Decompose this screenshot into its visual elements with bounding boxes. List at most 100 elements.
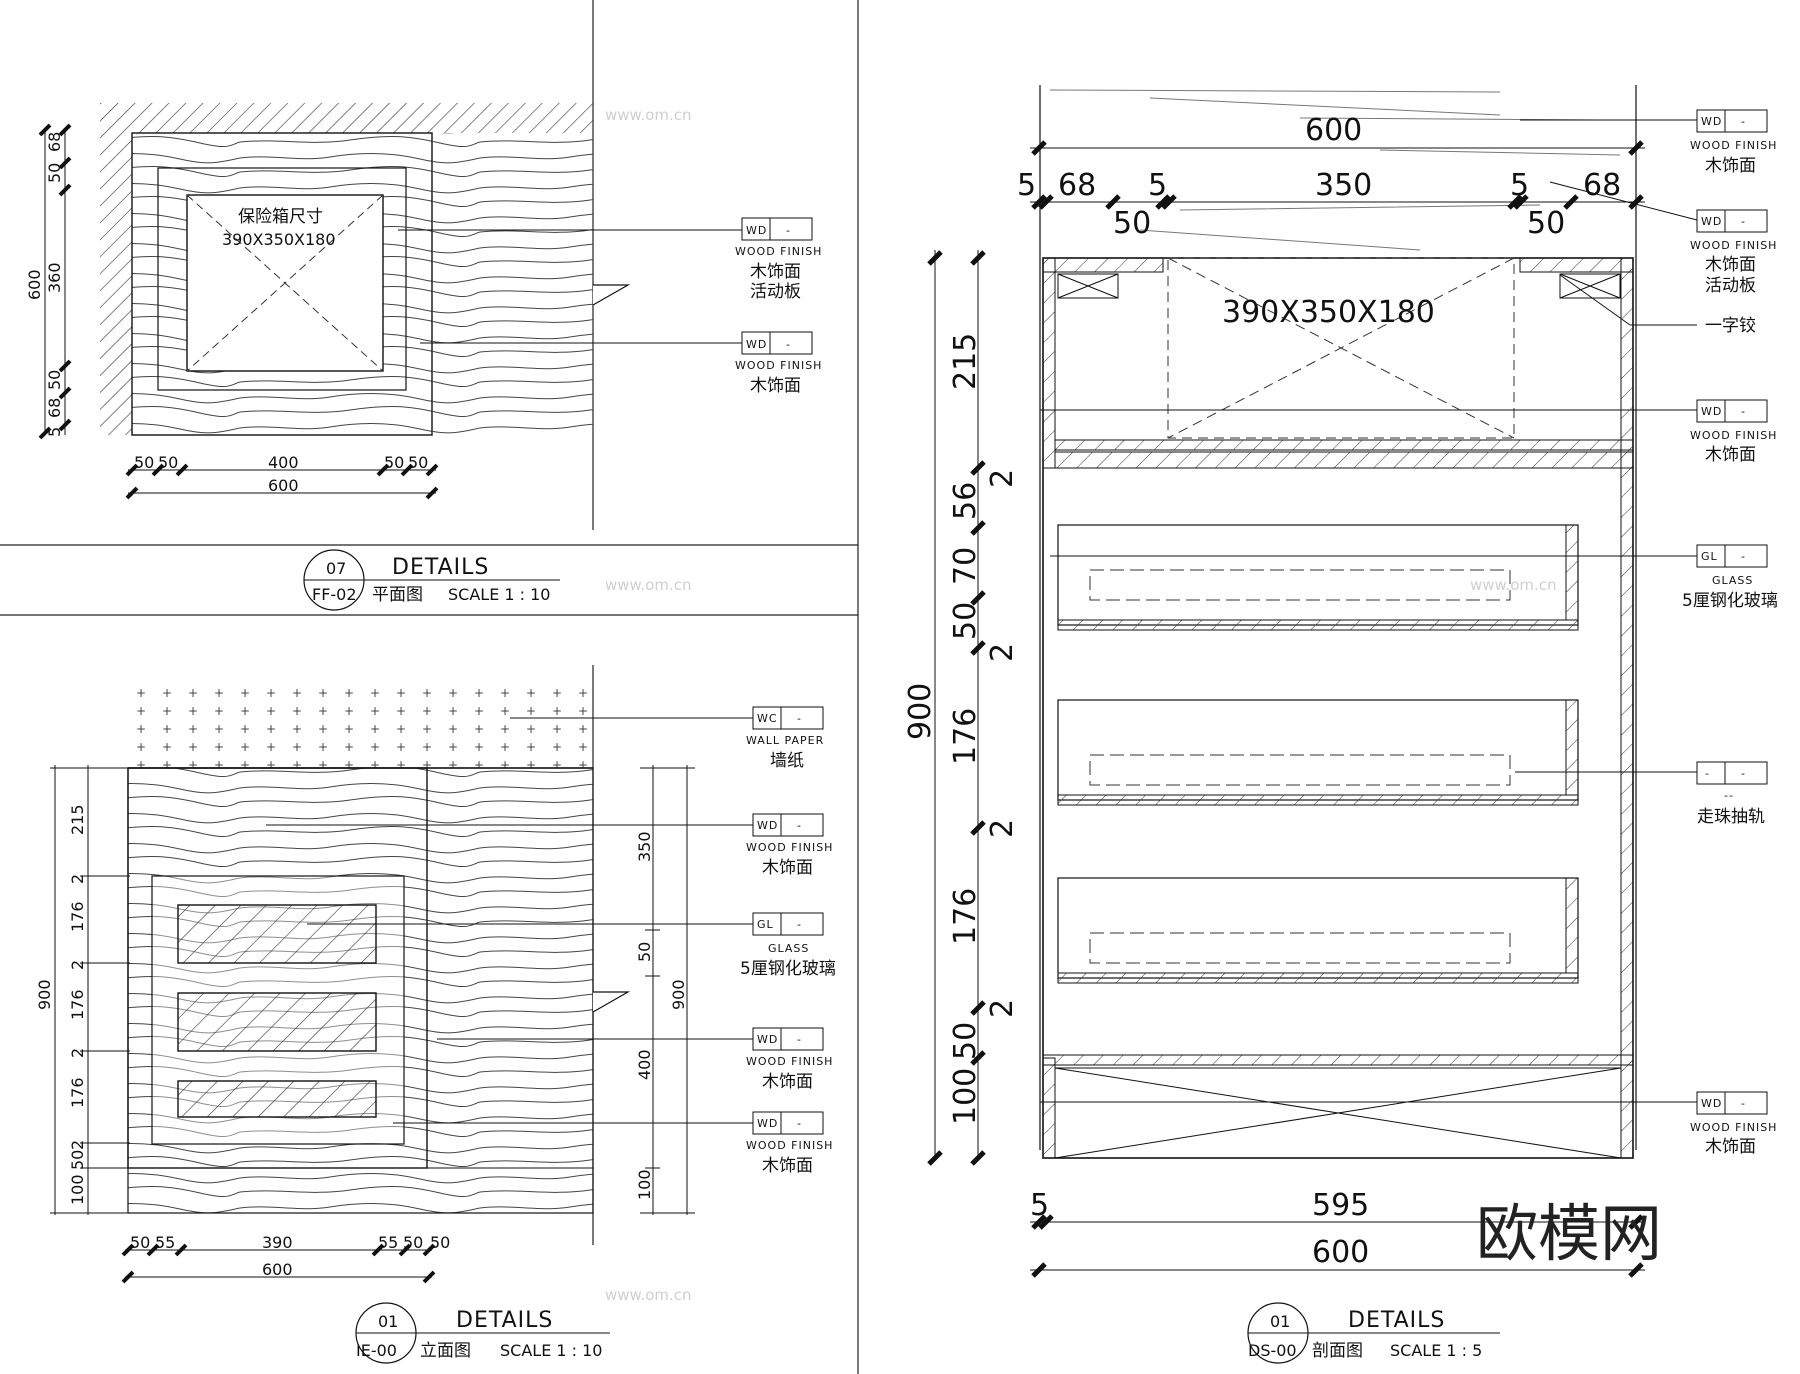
- sec-dim-left-1: 2: [985, 469, 1020, 488]
- plan-title-sheet: FF-02: [312, 585, 357, 604]
- plan-callout-1-cn: 木饰面: [750, 376, 801, 396]
- plan-title-heading: DETAILS: [392, 555, 489, 580]
- elev-callout-0-val: -: [797, 712, 802, 725]
- elev-dim-right-1: 50: [635, 942, 654, 962]
- plan-callout-1-code: WD: [746, 338, 767, 351]
- sec-dim-top-6: 50: [1113, 206, 1151, 241]
- plan-dim-bot-3: 50: [384, 453, 404, 472]
- elev-title-sheet: IE-00: [356, 1341, 397, 1360]
- wallpaper-area: [128, 680, 593, 768]
- sec-dim-left-2: 56: [948, 482, 983, 520]
- sec-title-type: 剖面图: [1312, 1341, 1363, 1361]
- wm-url-3: www.om.cn: [1470, 576, 1557, 594]
- sec-callout-6-code: WD: [1701, 1097, 1722, 1110]
- plan-dim-bot-total: 600: [268, 476, 299, 495]
- sec-dim-top-total: 600: [1305, 113, 1362, 148]
- sec-dim-left-3: 70: [948, 547, 983, 585]
- elev-callout-2-code: GL: [757, 918, 774, 931]
- elev-title-scale: SCALE 1 : 10: [500, 1341, 602, 1360]
- sec-dim-top-0: 5: [1017, 168, 1036, 203]
- section-view: 600 5 68 5 350 5 68 50 50 390X350X180: [903, 85, 1778, 1364]
- elev-wood-wall: [127, 767, 594, 1214]
- plan-dim-left-4: 68: [45, 398, 64, 418]
- sec-safe-size: 390X350X180: [1222, 295, 1435, 330]
- drawer-glass-3: [177, 1080, 377, 1118]
- elev-dim-right-total: 900: [669, 979, 688, 1010]
- elev-dim-right-3: 100: [635, 1169, 654, 1200]
- sec-dim-left-total: 900: [903, 683, 938, 740]
- elev-dim-bot-4: 50: [403, 1233, 423, 1252]
- elev-dim-left-0: 215: [68, 804, 87, 835]
- plan-dim-left-total: 600: [25, 269, 44, 300]
- plan-dim-left-0: 68: [45, 132, 64, 152]
- sec-dim-top-3: 350: [1315, 168, 1372, 203]
- sec-callout-3-val: -: [1741, 405, 1746, 418]
- safe-outline-section: [1167, 257, 1515, 439]
- sec-callout-5-cn: 走珠抽轨: [1697, 807, 1765, 827]
- sec-callout-5-en: --: [1724, 789, 1734, 802]
- elev-dim-left-3: 2: [68, 960, 87, 970]
- sec-callout-1-val: -: [1741, 215, 1746, 228]
- elev-title-num: 01: [378, 1312, 398, 1331]
- elev-callout-1-code: WD: [757, 819, 778, 832]
- plan-dim-bot-2: 400: [268, 453, 299, 472]
- sec-callout-1-code: WD: [1701, 215, 1722, 228]
- sec-dim-left-8: 176: [948, 888, 983, 945]
- elev-callout-1-cn: 木饰面: [762, 858, 813, 878]
- sec-dim-bot-inner: 595: [1312, 1188, 1369, 1223]
- wm-url-1: www.om.cn: [605, 106, 692, 124]
- sec-dim-left-10: 50: [948, 1022, 983, 1060]
- sec-title-heading: DETAILS: [1348, 1308, 1445, 1333]
- elev-dim-left-5: 2: [68, 1048, 87, 1058]
- drawer-glass-1: [177, 904, 377, 964]
- sec-callout-1-cn2: 活动板: [1705, 276, 1756, 296]
- elev-callout-1-val: -: [797, 819, 802, 832]
- watermark-logo: 欧模网: [1476, 1197, 1662, 1270]
- sec-dim-top-7: 50: [1527, 206, 1565, 241]
- elev-dim-left-4: 176: [68, 989, 87, 1020]
- plan-dim-bot-4: 50: [408, 453, 428, 472]
- plan-title-type: 平面图: [372, 585, 423, 605]
- sec-title-scale: SCALE 1 : 5: [1390, 1341, 1482, 1360]
- sec-callout-3-cn: 木饰面: [1705, 445, 1756, 465]
- plan-dim-bot-1: 50: [158, 453, 178, 472]
- elev-dim-left-7: 2: [68, 1140, 87, 1150]
- elev-dim-left-total: 900: [35, 979, 54, 1010]
- sec-callout-1-cn: 木饰面: [1705, 255, 1756, 275]
- elev-dim-bot-2: 390: [262, 1233, 293, 1252]
- elev-callout-3-cn: 木饰面: [762, 1072, 813, 1092]
- sec-dim-left-5: 2: [985, 643, 1020, 662]
- section-title-block: 01 DS-00 DETAILS 剖面图 SCALE 1 : 5: [1247, 1302, 1500, 1364]
- sec-callout-5-code: -: [1705, 767, 1710, 780]
- elev-dim-bot-0: 50: [130, 1233, 150, 1252]
- elev-dim-right-0: 350: [635, 831, 654, 862]
- safe-size: 390X350X180: [222, 230, 336, 249]
- sec-callout-3-en: WOOD FINISH: [1690, 429, 1777, 442]
- elev-callout-2-en: GLASS: [768, 942, 809, 955]
- sec-callout-0-cn: 木饰面: [1705, 156, 1756, 176]
- sec-dim-left-11: 100: [948, 1068, 983, 1125]
- wm-url-4: www.om.cn: [605, 1286, 692, 1304]
- elev-title-type: 立面图: [420, 1341, 471, 1361]
- sec-callout-0-val: -: [1741, 115, 1746, 128]
- plan-dim-left-5: 5: [45, 427, 64, 437]
- safe-label: 保险箱尺寸: [238, 207, 323, 227]
- sec-callout-3-code: WD: [1701, 405, 1722, 418]
- elev-callout-3-code: WD: [757, 1033, 778, 1046]
- elev-callout-2-val: -: [797, 918, 802, 931]
- plan-callout-1-en: WOOD FINISH: [735, 359, 822, 372]
- elev-dim-left-1: 2: [68, 874, 87, 884]
- plan-left-ticks: [38, 123, 72, 440]
- faint-watermarks: www.om.cn www.om.cn www.om.cn www.om.cn: [605, 106, 1557, 1304]
- drawer-glass-2: [177, 992, 377, 1052]
- plan-callout-0-cn2: 活动板: [750, 282, 801, 302]
- sec-callout-0-en: WOOD FINISH: [1690, 139, 1777, 152]
- plan-wood-panel: [432, 133, 593, 435]
- elevation-view: 215 2 176 2 176 2 176 2 50 100 900 350 5…: [35, 680, 836, 1364]
- elev-dim-left-8: 50: [68, 1150, 87, 1170]
- plan-view: 保险箱尺寸 390X350X180 68 50 360 50 68 5 600 …: [25, 103, 822, 611]
- elev-dim-bot-1: 55: [155, 1233, 175, 1252]
- sec-callout-6-val: -: [1741, 1097, 1746, 1110]
- elev-callout-0-en: WALL PAPER: [746, 734, 824, 747]
